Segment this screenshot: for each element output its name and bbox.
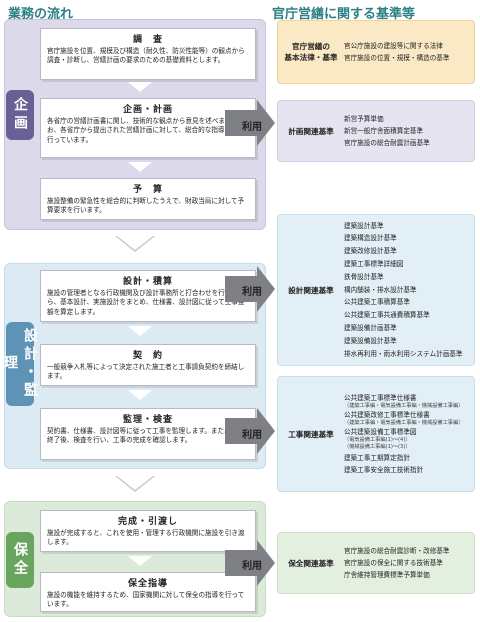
phase-tab-hozen: 保全 — [6, 532, 34, 588]
step-connector-arrow — [128, 162, 152, 172]
standard-list: 公共建築工事標準仕様書 （建築工事編・電気設備工事編・機械設備工事編） 公共建築… — [344, 393, 474, 475]
step-title: 契 約 — [132, 351, 163, 361]
standard-item: 建築工事標準詳細図 — [344, 260, 404, 268]
standard-item: 官庁施設の総合耐震診断・改修基準 — [344, 547, 450, 555]
standard-item: 公共建築設備工事標準図 — [344, 428, 417, 436]
standard-item-note: （機械設備工事編(1)〜(3)） — [344, 444, 411, 450]
step-keiyaku: 契 約 一般競争入札等によって決定された施工者と工事請負契約を締結します。 — [40, 344, 256, 386]
use-arrow-maintenance — [225, 540, 275, 586]
phase-transition-arrow — [117, 476, 153, 490]
step-body: 施設の管理者となる行政機関及び設計事務所と打合わせを行いながら、基本設計、実施設… — [47, 289, 245, 316]
step-title: 保全指導 — [127, 579, 168, 589]
use-label-construction: 利用 — [242, 430, 262, 441]
standard-item-note: （建築工事編・電気設備工事編・機械設備工事編） — [344, 403, 464, 409]
standard-list: 新営予算単価 新営一般庁舎面積算定基準 官庁施設の総合耐震計画基準 — [344, 113, 474, 149]
standard-item: 官公庁施設の建設等に関する法律 — [344, 42, 443, 50]
standard-list: 官庁施設の総合耐震診断・改修基準 官庁施設の保全に関する技術基準 庁舎維持管理費… — [344, 545, 474, 581]
use-arrow-planning — [225, 100, 275, 146]
standard-item: 新営一般庁舎面積算定基準 — [344, 127, 424, 135]
standard-item-note: （建築工事編・電気設備工事編・機械設備工事編） — [344, 420, 464, 426]
standard-item: 官庁施設の総合耐震計画基準 — [344, 139, 430, 147]
step-connector-arrow — [128, 326, 152, 336]
standard-name: 計画関連基準 — [288, 126, 334, 136]
standard-construction: 工事関連基準 公共建築工事標準仕様書 （建築工事編・電気設備工事編・機械設備工事… — [277, 376, 475, 492]
step-body: 施設の機能を維持するため、国家機関に対して保全の指導を行っています。 — [47, 591, 245, 609]
standard-basic: 官庁営繕の 基本法律・基準 官公庁施設の建設等に関する法律 官庁施設の位置・規模… — [277, 20, 475, 84]
step-title: 設計・積算 — [122, 277, 173, 287]
standard-item: 鉄骨設計基準 — [344, 272, 384, 281]
standard-design: 設計関連基準 建築設計基準 建築構造設計基準 建築改修設計基準 建築工事標準詳細… — [277, 214, 475, 366]
standard-item: 建築設備計画基準 — [344, 323, 397, 332]
standard-list: 建築設計基準 建築構造設計基準 建築改修設計基準 建築工事標準詳細図 鉄骨設計基… — [344, 220, 474, 361]
step-connector-arrow — [128, 556, 152, 566]
standards-header: 官庁営繕に関する基準等 — [272, 7, 416, 22]
step-body: 契約書、仕様書、設計図等に従って工事を監理します。また、工事終了後、検査を行い、… — [47, 427, 244, 445]
step-chousa: 調 査 官庁施設を位置、規模及び構造（耐久性、防災性能等）の観点から調査・診断し… — [40, 28, 256, 80]
standard-item: 公共建築工事積算基準 — [344, 298, 410, 307]
step-body: 一般競争入札等によって決定された施工者と工事請負契約を締結します。 — [47, 363, 245, 381]
standard-item: 庁舎維持管理費標準予算単価 — [344, 571, 430, 579]
step-yosan: 予 算 施設整備の緊急性を総合的に判断したうえで、財政当局に対して予算要求を行い… — [40, 178, 256, 220]
standard-name: 工事関連基準 — [288, 429, 334, 439]
standard-item: 建築改修設計基準 — [344, 247, 397, 256]
use-arrow-design — [225, 266, 275, 312]
standard-list: 官公庁施設の建設等に関する法律 官庁施設の位置・規模・構造の基準 — [344, 40, 474, 64]
standard-item: 公共建築改修工事標準仕様書 — [344, 411, 430, 419]
step-hozen-shidou: 保全指導 施設の機能を維持するため、国家機関に対して保全の指導を行っています。 — [40, 572, 256, 612]
standard-item: 新営予算単価 — [344, 115, 384, 123]
standard-item: 建築設計基準 — [344, 221, 384, 230]
phase-tab-kikaku: 企画 — [6, 90, 34, 140]
phase-tab-sekkei: 設計・監理 — [2, 322, 38, 406]
phase-transition-arrow — [117, 236, 153, 250]
use-label-maintenance: 利用 — [242, 561, 262, 572]
step-body: 各省庁の営繕計画書に関し、技術的な観点から意見を述べます。なお、各省庁から提出さ… — [47, 117, 245, 144]
standard-name: 保全関連基準 — [288, 558, 334, 568]
use-label-planning: 利用 — [242, 122, 262, 133]
standard-item: 公共建築工事標準仕様書 — [344, 394, 417, 402]
step-connector-arrow — [128, 390, 152, 400]
step-sekkei-sekisan: 設計・積算 施設の管理者となる行政機関及び設計事務所と打合わせを行いながら、基本… — [40, 270, 256, 322]
step-body: 施設が完成すると、これを使用・管理する行政機関に施設を引き渡します。 — [47, 529, 245, 547]
step-kanri-kensa: 監理・検査 契約書、仕様書、設計図等に従って工事を監理します。また、工事終了後、… — [40, 408, 256, 460]
standard-item: 構内舗装・排水設計基準 — [344, 285, 417, 294]
standard-name-line2: 基本法律・基準 — [284, 53, 338, 62]
step-title: 調 査 — [132, 35, 163, 45]
step-body: 官庁施設を位置、規模及び構造（耐久性、防災性能等）の観点から調査・診断し、営繕計… — [47, 47, 245, 65]
step-title: 完成・引渡し — [117, 517, 178, 527]
standard-item: 官庁施設の位置・規模・構造の基準 — [344, 54, 450, 62]
step-kikaku-keikaku: 企画・計画 各省庁の営繕計画書に関し、技術的な観点から意見を述べます。なお、各省… — [40, 98, 256, 158]
use-arrow-construction — [225, 408, 275, 454]
standard-item: 建築設備設計基準 — [344, 336, 397, 345]
use-label-design: 利用 — [242, 287, 262, 298]
standard-maintenance: 保全関連基準 官庁施設の総合耐震診断・改修基準 官庁施設の保全に関する技術基準 … — [277, 532, 475, 594]
step-body: 施設整備の緊急性を総合的に判断したうえで、財政当局に対して予算要求を行います。 — [47, 197, 245, 215]
step-title: 監理・検査 — [122, 415, 173, 425]
standard-item: 公共建築工事共通費積算基準 — [344, 311, 430, 320]
step-title: 企画・計画 — [122, 105, 173, 115]
standard-name-line1: 官庁営繕の — [292, 42, 330, 51]
standard-item: 建築工事工期算定指針 — [344, 454, 410, 462]
step-connector-arrow — [128, 82, 152, 92]
step-kansei: 完成・引渡し 施設が完成すると、これを使用・管理する行政機関に施設を引き渡します… — [40, 510, 256, 552]
flow-header: 業務の流れ — [8, 7, 74, 22]
standard-name: 官庁営繕の 基本法律・基準 — [278, 41, 344, 63]
standard-item: 建築構造設計基準 — [344, 234, 397, 243]
standard-name: 設計関連基準 — [288, 285, 334, 295]
standard-planning: 計画関連基準 新営予算単価 新営一般庁舎面積算定基準 官庁施設の総合耐震計画基準 — [277, 100, 475, 162]
standard-item: 排水再利用・雨水利用システム計画基準 — [344, 349, 463, 358]
standard-item: 建築工事安全施工技術指針 — [344, 466, 424, 474]
standard-item-note: （電気設備工事編(1)〜(4)） — [344, 437, 411, 443]
standard-item: 官庁施設の保全に関する技術基準 — [344, 559, 443, 567]
step-title: 予 算 — [132, 185, 163, 195]
